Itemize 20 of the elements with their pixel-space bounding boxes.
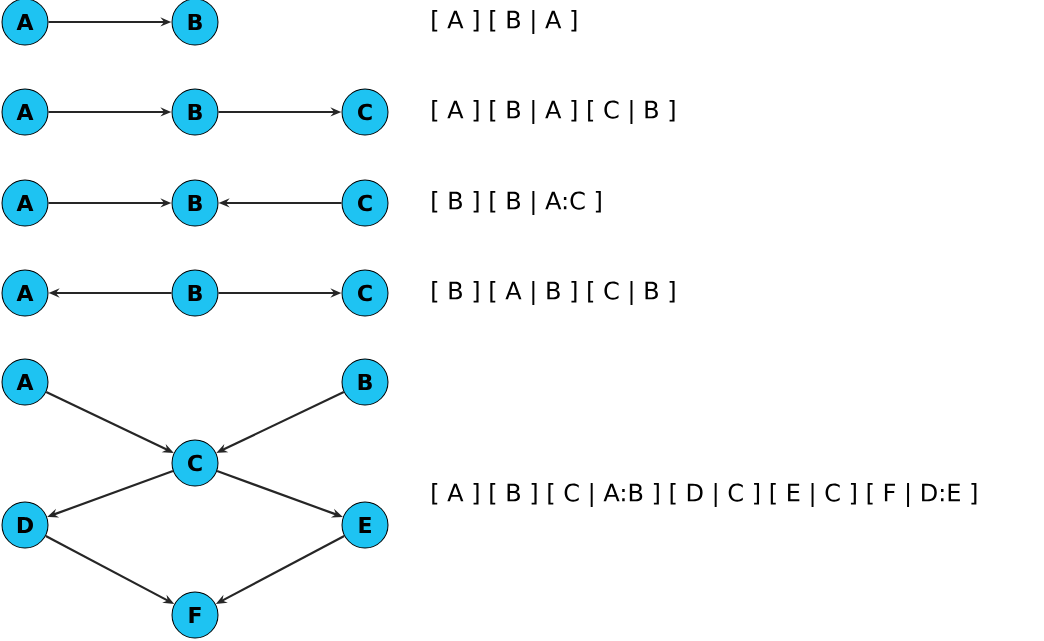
notation-text: [ A ] [ B ] [ C | A:B ] [ D | C ] [ E | C ] [ F | D:E ] (432, 483, 977, 507)
circle-node: C (341, 269, 389, 317)
circle-node: C (341, 88, 389, 136)
circle-node: C (171, 439, 219, 487)
notation-text: [ A ] [ B | A ] (432, 10, 577, 34)
circle-node: F (171, 591, 219, 639)
circle-node: B (341, 358, 389, 406)
notation-text: [ A ] [ B | A ] [ C | B ] (432, 100, 675, 124)
circle-node: A (1, 179, 49, 227)
circle-node: E (341, 501, 389, 549)
circle-node: A (1, 269, 49, 317)
circle-node: D (1, 501, 49, 549)
notation-text: [ B ] [ A | B ] [ C | B ] (432, 281, 675, 305)
circle-node: C (341, 179, 389, 227)
circle-node: B (171, 269, 219, 317)
circle-node: A (1, 88, 49, 136)
notation-text: [ B ] [ B | A:C ] (432, 191, 601, 215)
circle-node: B (171, 88, 219, 136)
circle-node: A (1, 358, 49, 406)
circle-node: B (171, 179, 219, 227)
